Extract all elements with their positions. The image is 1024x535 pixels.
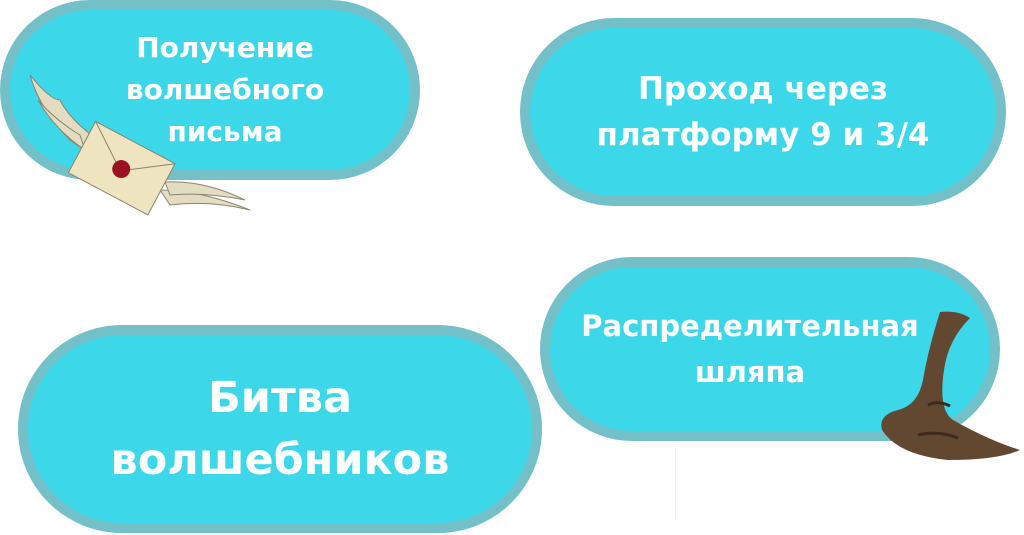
label-line: Получение bbox=[136, 31, 314, 64]
label-line: Проход через bbox=[637, 71, 889, 107]
winged-envelope-icon bbox=[29, 74, 251, 216]
label-line: платформу 9 и 3/4 bbox=[596, 117, 930, 153]
label-line: шляпа bbox=[694, 355, 806, 389]
platform-label: Проход через платформу 9 и 3/4 bbox=[597, 66, 930, 158]
label-line: волшебников bbox=[110, 435, 450, 485]
platform-button[interactable]: Проход через платформу 9 и 3/4 bbox=[520, 18, 1006, 206]
divider bbox=[675, 445, 676, 520]
label-line: Распределительная bbox=[581, 309, 919, 343]
sorting-hat-label: Распределительная шляпа bbox=[581, 303, 918, 395]
magic-letter-label: Получение волшебного письма bbox=[126, 27, 324, 153]
label-line: Битва bbox=[207, 373, 353, 423]
wizard-battle-label: Битва волшебников bbox=[111, 367, 450, 491]
label-line: волшебного bbox=[125, 73, 325, 106]
label-line: письма bbox=[167, 115, 283, 148]
magic-letter-button[interactable]: Получение волшебного письма bbox=[0, 0, 420, 180]
wizard-battle-button[interactable]: Битва волшебников bbox=[18, 325, 542, 533]
sorting-hat-icon bbox=[881, 311, 1020, 460]
